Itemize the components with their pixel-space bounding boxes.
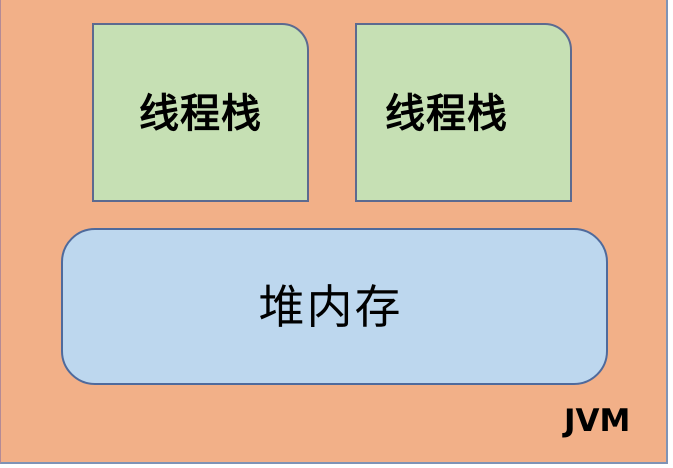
heap-memory-box: 堆内存 (61, 228, 608, 385)
thread-stack-label-1: 线程栈 (139, 91, 262, 137)
thread-stack-box-2: 线程栈 (355, 23, 572, 202)
jvm-label: JVM (564, 403, 631, 439)
thread-stack-box-1: 线程栈 (92, 23, 309, 202)
heap-memory-label: 堆内存 (258, 279, 403, 334)
thread-stack-label-2: 线程栈 (385, 91, 508, 137)
